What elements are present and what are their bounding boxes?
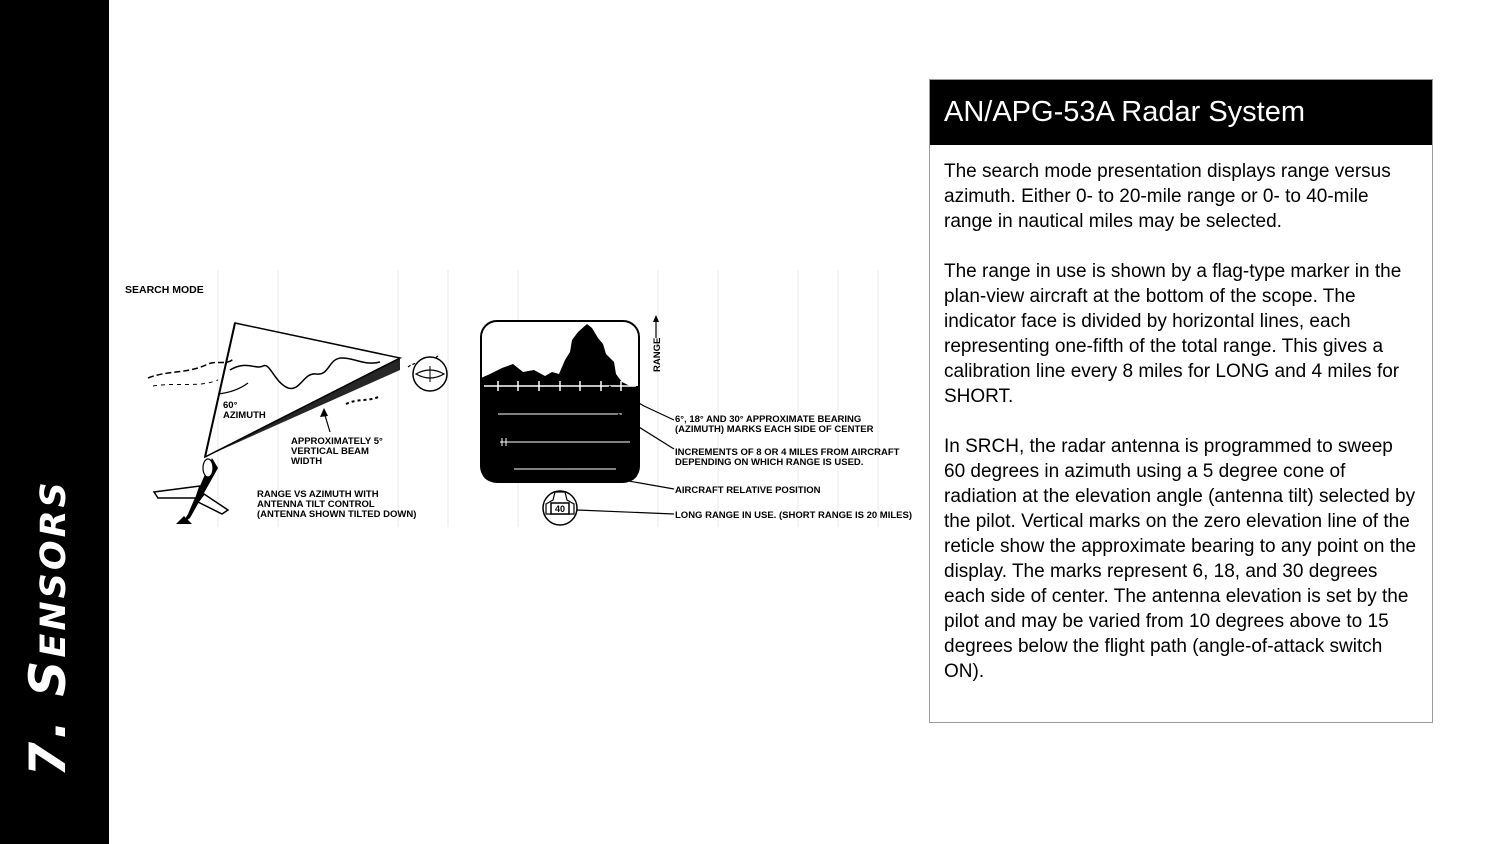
aircraft-icon [152,458,230,524]
terrain-outline [147,357,235,379]
panel-paragraph: In SRCH, the radar antenna is programmed… [944,436,1417,682]
section-title: 7. Sensors [19,479,77,777]
radar-antenna-icon [412,356,448,392]
panel-paragraph: The range in use is shown by a flag-type… [944,261,1402,407]
callout-long-range: LONG RANGE IN USE. (SHORT RANGE IS 20 MI… [675,510,912,521]
callout-leaders [565,385,675,515]
range-vs-azimuth-label-1: RANGE VS AZIMUTH WITH [257,489,379,500]
bearing-marks [497,381,622,391]
range-vs-azimuth-label-2: ANTENNA TILT CONTROL [257,499,375,510]
callout-bearing-1: 6°, 18° AND 30° APPROXIMATE BEARING [675,414,861,425]
range-marker-icon: 40 [542,490,578,526]
beam-width-arrowhead [320,408,328,417]
beam-label-3: WIDTH [291,456,322,467]
range-axis-arrowhead [653,315,659,322]
range-marker-value: 40 [555,504,565,514]
sidebar: 7. Sensors [0,0,109,844]
callout-increments-2: DEPENDING ON WHICH RANGE IS USED. [675,457,863,468]
beam-label-1: APPROXIMATELY 5° [291,436,383,447]
terrain-outline-lower [152,379,219,387]
callout-increments-1: INCREMENTS OF 8 OR 4 MILES FROM AIRCRAFT [675,447,900,458]
panel-title: AN/APG-53A Radar System [930,80,1432,145]
callout-bearing-2: (AZIMUTH) MARKS EACH SIDE OF CENTER [675,424,874,435]
callout-aircraft-position: AIRCRAFT RELATIVE POSITION [675,485,821,496]
beam-label-2: VERTICAL BEAM [291,446,369,457]
radar-scope [480,320,640,483]
range-lines [498,413,630,470]
beam-edge [204,322,236,458]
panel-body: The search mode presentation displays ra… [930,145,1432,684]
azimuth-arc [217,382,249,395]
beam-side [205,358,400,457]
range-axis-label: RANGE [652,338,663,372]
azimuth-label-1: 60° [223,400,238,411]
range-ticks [501,438,507,446]
info-panel: AN/APG-53A Radar System The search mode … [929,79,1433,723]
range-vs-azimuth-label-3: (ANTENNA SHOWN TILTED DOWN) [257,509,416,520]
panel-paragraph: The search mode presentation displays ra… [944,161,1391,232]
search-mode-label: SEARCH MODE [125,284,204,296]
radar-diagram: SEARCH MODE 60° AZIMUTH APPROXIMATELY 5°… [125,270,912,527]
coastline [229,357,381,390]
radar-search-mode-figure: SEARCH MODE 60° AZIMUTH APPROXIMATELY 5°… [118,262,922,534]
terrain-outline-near [345,395,381,405]
azimuth-label-2: AZIMUTH [223,410,266,421]
